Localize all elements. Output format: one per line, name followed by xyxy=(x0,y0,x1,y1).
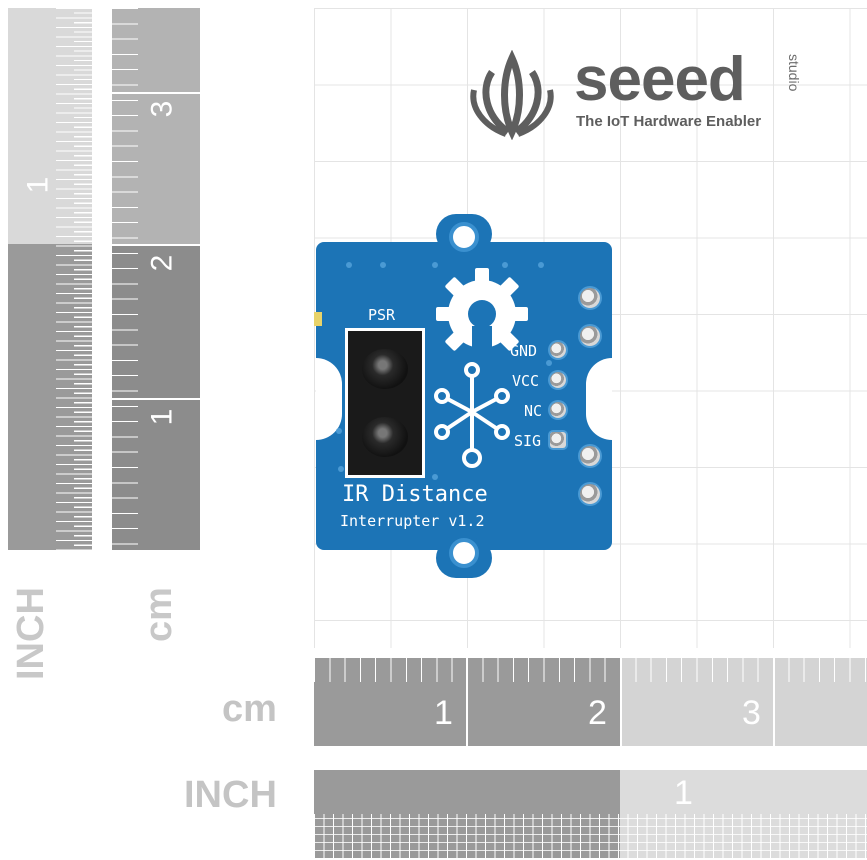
solder-tab xyxy=(314,312,322,326)
vertical-cm-ruler: 3 2 1 xyxy=(112,8,200,550)
inch-tick-label: 1 xyxy=(21,176,55,194)
horizontal-inch-ruler: 1 xyxy=(314,770,867,858)
inch-tick-label: 1 xyxy=(674,774,693,812)
ir-sensor xyxy=(345,328,425,478)
bottom-inch-label: INCH xyxy=(184,774,277,816)
cm-tick-label: 3 xyxy=(145,100,179,118)
bottom-cm-label: cm xyxy=(222,688,277,730)
logo-wordmark: seeed xyxy=(574,45,746,114)
cm-tick-label: 1 xyxy=(145,408,179,426)
open-hardware-gear-icon xyxy=(436,268,528,364)
pin-label-sig: SIG xyxy=(514,432,542,450)
ir-receiver xyxy=(362,417,408,457)
ir-emitter xyxy=(362,349,408,389)
header-pin xyxy=(580,326,600,346)
left-cm-label: cm xyxy=(138,587,180,642)
left-inch-label: INCH xyxy=(10,587,52,680)
sensor-label: PSR xyxy=(368,306,396,324)
board-title: IR Distance xyxy=(342,482,488,507)
cm-tick-label: 3 xyxy=(742,694,761,732)
grove-node-icon xyxy=(434,362,510,468)
seeed-leaf-icon xyxy=(470,49,554,141)
gnd-pad xyxy=(550,342,566,358)
cm-tick-label: 2 xyxy=(145,254,179,272)
pin-label-nc: NC xyxy=(524,402,543,420)
horizontal-cm-ruler: 1 2 3 xyxy=(314,658,867,746)
sig-pad xyxy=(550,432,566,448)
logo-tagline: The IoT Hardware Enabler xyxy=(576,113,762,130)
pin-label-gnd: GND xyxy=(510,342,538,360)
pin-label-vcc: VCC xyxy=(512,372,540,390)
header-pin xyxy=(580,288,600,308)
cm-tick-label: 2 xyxy=(588,694,607,732)
board-subtitle: Interrupter v1.2 xyxy=(340,512,485,530)
nc-pad xyxy=(550,402,566,418)
header-pin xyxy=(580,446,600,466)
logo-sub: studio xyxy=(786,54,802,92)
cm-tick-label: 1 xyxy=(434,694,453,732)
vertical-inch-ruler: 1 xyxy=(8,8,92,550)
header-pin xyxy=(580,484,600,504)
vcc-pad xyxy=(550,372,566,388)
seeed-logo: seeed studio The IoT Hardware Enabler xyxy=(462,45,822,141)
